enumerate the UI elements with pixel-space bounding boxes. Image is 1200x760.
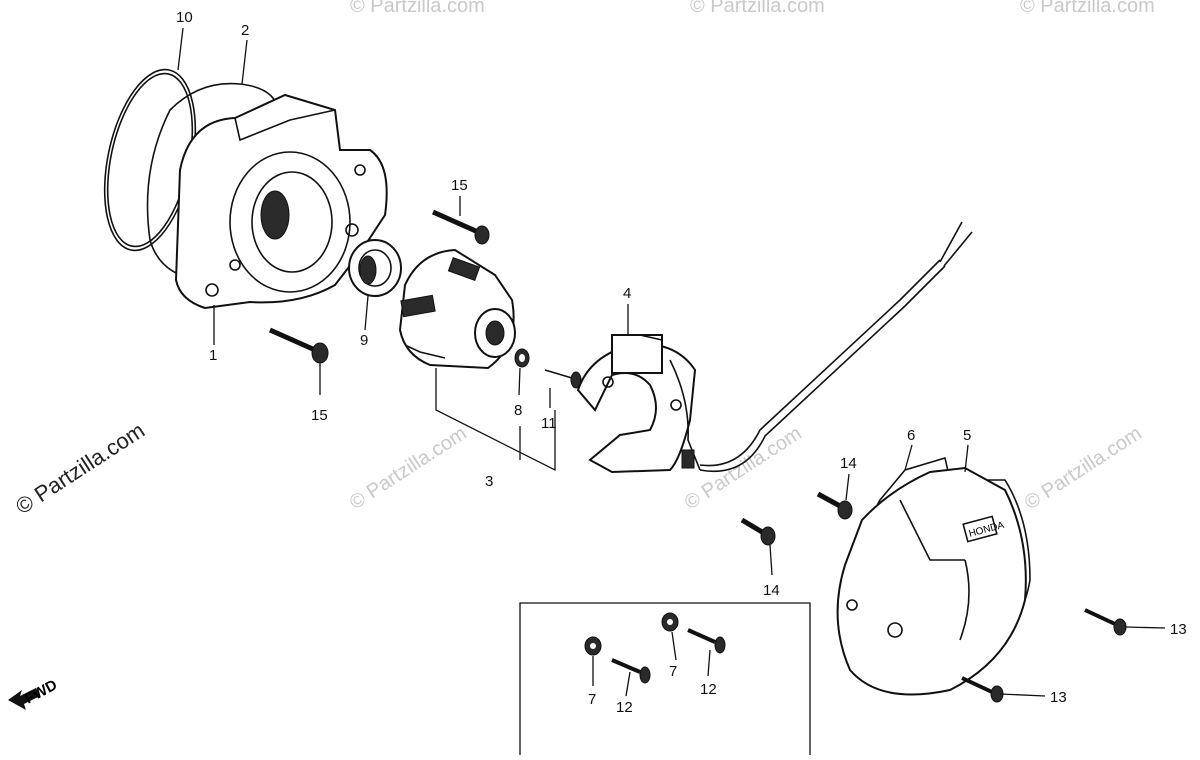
watermark: © Partzilla.com	[690, 0, 825, 17]
part-1-housing	[174, 93, 388, 310]
wire-harness	[699, 221, 973, 472]
callout-6: 6	[907, 427, 915, 444]
callout-labels: 10 2 1 15 15 9 8 11 4 3 6 5 14 14 13 13 …	[176, 9, 1187, 716]
part-14-screw-upper	[816, 491, 853, 520]
watermark: © Partzilla.com	[1021, 422, 1146, 514]
callout-2: 2	[241, 22, 249, 39]
part-9-oil-seal	[348, 239, 402, 297]
part-4-stator-plate	[576, 334, 701, 474]
callout-15: 15	[451, 177, 468, 194]
watermark: © Partzilla.com	[346, 422, 471, 514]
watermark: © Partzilla.com	[350, 0, 485, 17]
part-15-bolt-lower	[268, 327, 329, 364]
callout-13: 13	[1170, 621, 1187, 638]
part-14-screw-lower	[740, 517, 776, 546]
callout-10: 10	[176, 9, 193, 26]
fwd-arrow: FWD	[8, 676, 60, 710]
callout-14: 14	[840, 455, 857, 472]
watermark: © Partzilla.com	[1020, 0, 1155, 17]
callout-12: 12	[616, 699, 633, 716]
callout-12: 12	[700, 681, 717, 698]
leader-lines	[177, 27, 1166, 697]
fwd-label: FWD	[22, 676, 60, 707]
callout-9: 9	[360, 332, 368, 349]
part-3-pulse-generator	[398, 248, 516, 370]
callout-11: 11	[541, 415, 557, 432]
watermark-main: © Partzilla.com	[11, 417, 149, 519]
callout-7: 7	[588, 691, 596, 708]
callout-15: 15	[311, 407, 328, 424]
part-15-bolt-upper	[431, 209, 490, 245]
callout-8: 8	[514, 402, 522, 419]
part-13-screw-bottom	[961, 676, 1004, 703]
part-12-screw	[611, 658, 641, 674]
part-5-cover: HONDA	[836, 466, 1027, 696]
callout-7: 7	[669, 663, 677, 680]
inset-box	[519, 602, 811, 755]
callout-5: 5	[963, 427, 971, 444]
callout-1: 1	[209, 347, 217, 364]
callout-4: 4	[623, 285, 631, 302]
callout-14: 14	[763, 582, 780, 599]
part-11-screw	[544, 369, 582, 389]
part-8-washer	[514, 348, 530, 368]
callout-3: 3	[485, 473, 493, 490]
callout-13: 13	[1050, 689, 1067, 706]
part-13-screw-right	[1084, 608, 1127, 636]
part-12-screw	[687, 628, 716, 644]
